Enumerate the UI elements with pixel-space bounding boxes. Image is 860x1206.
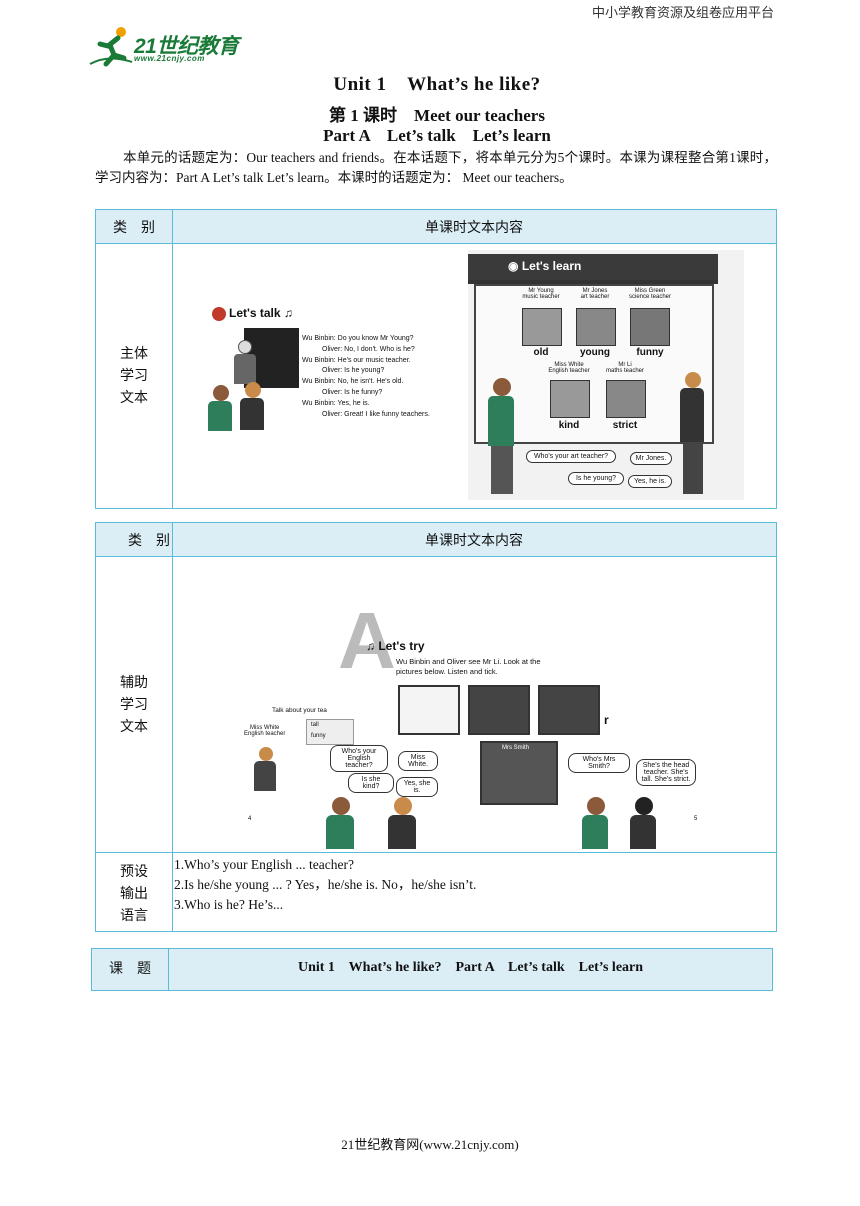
learn-circle-icon: ◉	[508, 259, 522, 273]
student-figure	[630, 797, 658, 851]
main-text-table: 类 别 单课时文本内容 主体 学习 文本 Let's talk ♫ Wu Bin…	[95, 209, 777, 509]
lets-talk-title: Let's talk ♫	[212, 306, 293, 321]
speech-bubble: Is he young?	[568, 472, 624, 485]
speech-bubble: Is she kind?	[348, 773, 394, 793]
site-logo: 21世纪教育 www.21cnjy.com	[88, 24, 258, 68]
table-header-row: 类 别 单课时文本内容	[96, 210, 776, 244]
speech-bubble: Mr Jones.	[630, 452, 672, 465]
table-header-row: 类 别 单课时文本内容	[96, 523, 776, 557]
header-category: 类 别	[128, 533, 170, 549]
speech-bubble: Yes, he is.	[628, 475, 672, 488]
try-picture-blackboard	[468, 685, 530, 735]
category-main-text: 主体 学习 文本	[120, 347, 148, 406]
logo-url: www.21cnjy.com	[134, 54, 205, 63]
word-kind: kind	[558, 420, 580, 431]
mr-jones-photo	[576, 308, 616, 346]
try-picture-basketball	[398, 685, 460, 735]
try-picture-chalkboard	[538, 685, 600, 735]
mrs-smith-picture: Mrs Smith	[480, 741, 558, 805]
category-output-language: 预设 输出 语言	[120, 865, 148, 924]
speech-bubble: Who's your art teacher?	[526, 450, 616, 463]
mr-young-photo	[522, 308, 562, 346]
header-category: 类 别	[113, 220, 155, 236]
platform-name: 中小学教育资源及组卷应用平台	[591, 5, 774, 20]
output-line: 1.Who’s your English ... teacher?	[174, 857, 354, 872]
output-line: 3.Who is he? He’s...	[174, 897, 284, 912]
talk-circle-icon	[212, 306, 226, 321]
word-strict: strict	[612, 420, 638, 431]
topic-content: Unit 1 What’s he like? Part A Let’s talk…	[297, 960, 644, 975]
speech-bubble: Yes, she is.	[396, 777, 438, 797]
word-young: young	[580, 347, 610, 358]
page-number-left: 4	[248, 816, 252, 822]
header-content: 单课时文本内容	[425, 533, 523, 549]
unit-title: Unit 1 What’s he like?	[333, 74, 541, 95]
part-title: Part A Let’s talk Let’s learn	[323, 126, 551, 145]
header-content: 单课时文本内容	[425, 220, 523, 236]
oliver-figure	[240, 382, 266, 440]
speech-bubble: Who's Mrs Smith?	[568, 753, 630, 773]
page-number-right: 5	[694, 816, 698, 822]
word-funny: funny	[636, 347, 664, 358]
page-footer: 21世纪教育网(www.21cnjy.com)	[341, 1137, 519, 1152]
headphone-icon: ♫	[280, 306, 293, 320]
student-figure-right	[680, 372, 706, 496]
logo-text: 21世纪教育	[134, 35, 239, 58]
talk-dialogue: Wu Binbin: Do you know Mr Young? Oliver:…	[302, 335, 430, 418]
speech-bubble: Miss White.	[398, 751, 438, 771]
board-top: ◉ Let's learn	[468, 254, 718, 280]
letter-a-graphic: A	[338, 596, 396, 685]
speech-bubble: She's the head teacher. She's tall. She'…	[636, 759, 696, 786]
wu-binbin-figure	[208, 385, 234, 440]
runner-logo-icon	[89, 27, 133, 67]
output-line: 2.Is he/she young ... ? Yes，he/she is. N…	[174, 877, 477, 892]
mr-li-photo	[606, 380, 646, 418]
topic-table: 课 题 Unit 1 What’s he like? Part A Let’s …	[91, 948, 773, 991]
lets-talk-picture: Let's talk ♫ Wu Binbin: Do you know Mr Y…	[204, 300, 454, 450]
lets-try-picture: A ♫ Let's try Wu Binbin and Oliver see M…	[238, 601, 708, 851]
student-figure	[388, 797, 418, 851]
mr-young-figure	[234, 340, 256, 385]
talk-about-label: Talk about your tea	[272, 707, 327, 714]
lesson-title: 第 1 课时 Meet our teachers	[329, 106, 545, 125]
miss-white-photo	[550, 380, 590, 418]
word-box: tall funny	[306, 719, 354, 745]
intro-paragraph: 本单元的话题定为：Our teachers and friends。在本话题下，…	[95, 150, 777, 185]
miss-white-figure	[254, 747, 278, 807]
headphone-icon: ♫	[366, 639, 379, 653]
lets-try-title: ♫ Let's try	[366, 639, 425, 653]
word-old: old	[533, 347, 549, 358]
speech-bubble: Who's your English teacher?	[330, 745, 388, 772]
student-figure-left	[488, 378, 516, 496]
clipped-letter: r	[604, 713, 609, 727]
student-figure	[326, 797, 356, 851]
auxiliary-text-table: 类 别 单课时文本内容 辅助 学习 文本 预设 输出 语言 A ♫ Let's …	[95, 522, 777, 932]
category-auxiliary-text: 辅助 学习 文本	[120, 676, 148, 735]
miss-green-photo	[630, 308, 670, 346]
student-figure	[582, 797, 610, 851]
miss-white-label: Miss White English teacher	[244, 725, 286, 737]
lets-learn-title: ◉ Let's learn	[508, 259, 582, 273]
lets-try-instructions: Wu Binbin and Oliver see Mr Li. Look at …	[396, 657, 541, 676]
topic-category: 课 题	[109, 962, 151, 977]
output-language-list: 1.Who’s your English ... teacher? 2.Is h…	[174, 855, 476, 915]
